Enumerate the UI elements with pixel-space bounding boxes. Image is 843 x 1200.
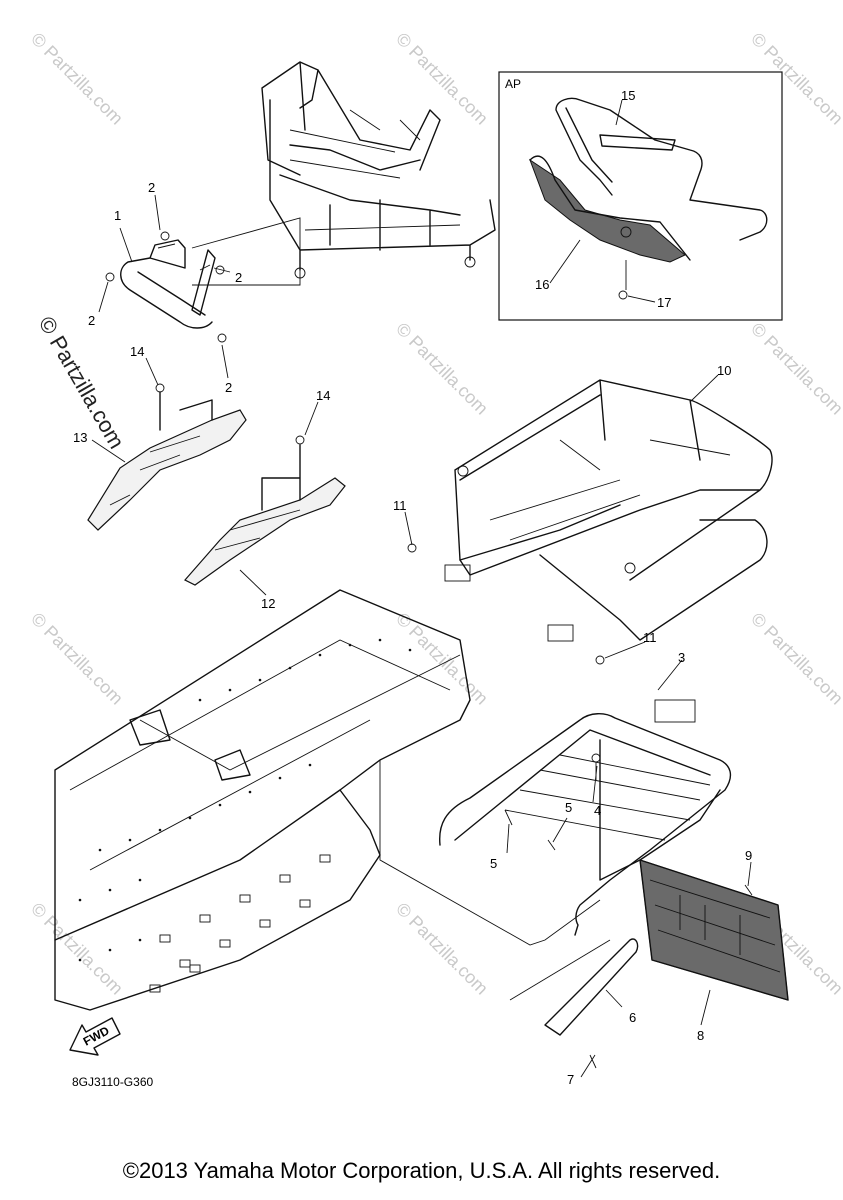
watermark: © Partzilla.com: [27, 609, 127, 709]
part-13-guard: [87, 383, 247, 531]
watermark: © Partzilla.com: [747, 609, 843, 709]
watermark: © Partzilla.com: [392, 609, 492, 709]
callout-11: 11: [393, 498, 407, 513]
tunnel-clips: [149, 854, 331, 993]
leader-lines: [91, 99, 752, 1078]
fwd-arrow: FWD: [69, 1017, 121, 1056]
callout-10: 10: [717, 363, 731, 378]
callout-2: 2: [235, 270, 242, 285]
callouts: 1 2 2 2 2 14 13 14 12 11 10 11 3 4 5 5 9…: [73, 88, 752, 1087]
watermark: © Partzilla.com: [392, 319, 492, 419]
inset-label: AP: [505, 77, 521, 91]
part-10-rack: [444, 379, 773, 642]
callout-12: 12: [261, 596, 275, 611]
fwd-label: FWD: [81, 1023, 112, 1048]
watermark-layer: © Partzilla.com © Partzilla.com © Partzi…: [27, 29, 843, 999]
callout-13: 13: [73, 430, 87, 445]
part-8-flap: [639, 859, 789, 1001]
watermark: © Partzilla.com: [392, 29, 492, 129]
callout-6: 6: [629, 1010, 636, 1025]
diagram-code: 8GJ3110-G360: [72, 1075, 153, 1089]
tunnel: [54, 589, 601, 1011]
callout-14: 14: [316, 388, 330, 403]
callout-3: 3: [678, 650, 685, 665]
part-1-bumper: [105, 231, 227, 343]
inset-ap-box: AP: [498, 71, 783, 321]
callout-9: 9: [745, 848, 752, 863]
callout-16: 16: [535, 277, 549, 292]
callout-7: 7: [567, 1072, 574, 1087]
callout-2: 2: [225, 380, 232, 395]
callout-5: 5: [490, 856, 497, 871]
watermark: © Partzilla.com: [747, 319, 843, 419]
callout-8: 8: [697, 1028, 704, 1043]
callout-11: 11: [643, 630, 657, 645]
watermark: © Partzilla.com: [27, 29, 127, 129]
callout-14: 14: [130, 344, 144, 359]
callout-5: 5: [565, 800, 572, 815]
callout-2: 2: [88, 313, 95, 328]
callout-1: 1: [114, 208, 121, 223]
callout-4: 4: [594, 803, 601, 818]
part-12-guard: [184, 435, 346, 586]
fasteners: [407, 543, 753, 896]
callout-17: 17: [657, 295, 671, 310]
watermark: © Partzilla.com: [392, 899, 492, 999]
tunnel-rivets: [78, 638, 412, 962]
part-6-panel: [509, 938, 639, 1069]
callout-2: 2: [148, 180, 155, 195]
watermark: © Partzilla.com: [747, 29, 843, 129]
callout-15: 15: [621, 88, 635, 103]
watermark: © Partzilla.com: [27, 899, 127, 999]
copyright-notice: ©2013 Yamaha Motor Corporation, U.S.A. A…: [122, 1158, 721, 1183]
upper-frame: [191, 61, 496, 286]
